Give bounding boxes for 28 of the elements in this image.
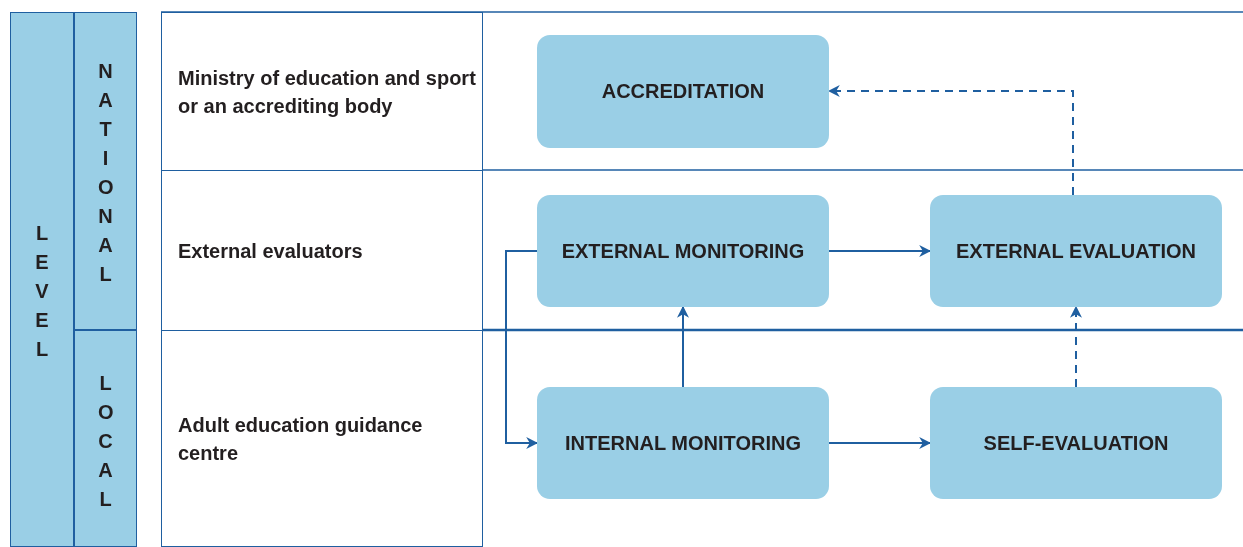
box-label: ACCREDITATION	[600, 79, 766, 104]
level-band	[74, 12, 137, 330]
dashed-arrow	[1070, 305, 1082, 388]
table-cell	[161, 170, 483, 331]
row-label: Ministry of education and sport or an accrediting body	[178, 65, 477, 119]
box-label: EXTERNAL MONITORING	[560, 238, 806, 264]
box-label: SELF-EVALUATION	[982, 430, 1170, 456]
row-label: External evaluators	[178, 238, 363, 264]
process-box	[537, 195, 829, 307]
level-band	[10, 12, 74, 547]
process-box	[537, 387, 829, 499]
arrow	[505, 250, 539, 449]
process-box	[537, 35, 829, 148]
table-cell	[161, 12, 483, 171]
level-band	[74, 330, 137, 547]
dashed-arrow	[827, 85, 1074, 196]
box-label: EXTERNAL EVALUATION	[955, 238, 1197, 264]
vertical-label: LOCAL	[98, 371, 113, 512]
arrow	[828, 437, 932, 449]
vertical-label: NATIONAL	[98, 59, 113, 287]
process-box	[930, 195, 1222, 307]
vertical-label: LEVEL	[34, 221, 50, 362]
box-label: INTERNAL MONITORING	[564, 430, 802, 456]
row-label: Adult education guidance centre	[178, 412, 424, 466]
arrow	[828, 245, 932, 257]
process-box	[930, 387, 1222, 499]
arrow	[677, 305, 689, 388]
table-cell	[161, 330, 483, 547]
